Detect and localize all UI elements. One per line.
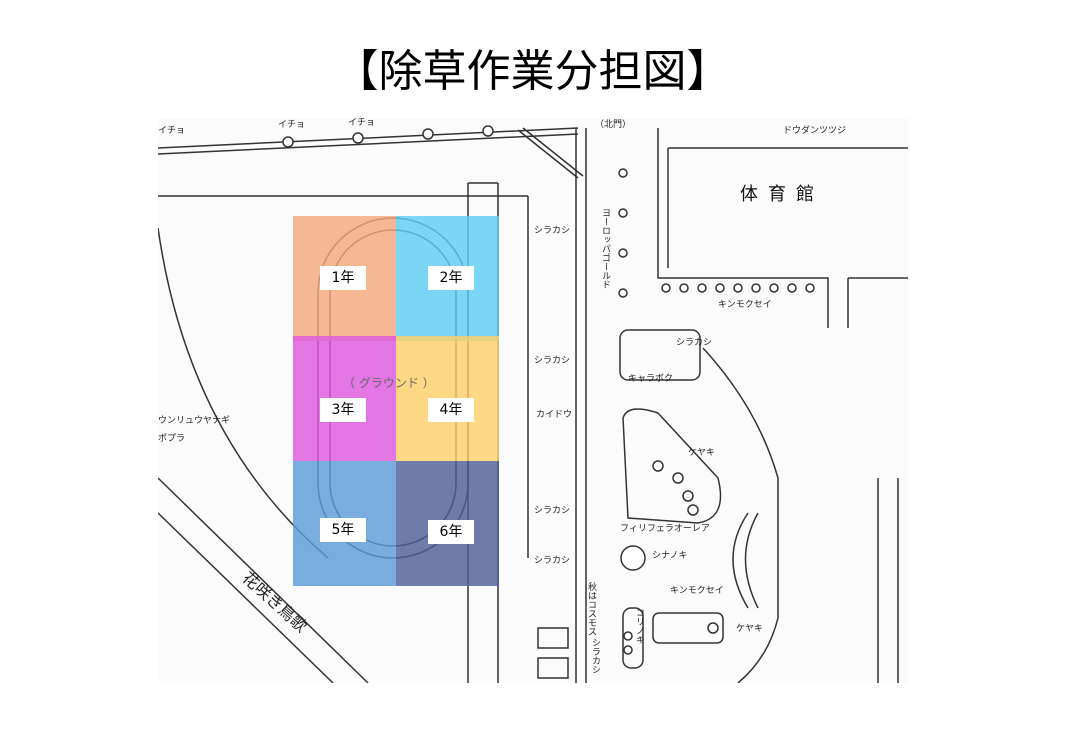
keyaki-label-1: ケヤキ <box>688 448 716 458</box>
icho-label-2: イチョ <box>278 120 306 130</box>
popura-label: ポプラ <box>158 434 186 444</box>
keyaki-label-2: ケヤキ <box>736 624 764 634</box>
shirakashi-label-4: シラカシ <box>534 556 571 566</box>
zone-label-grade6: 6年 <box>428 520 474 544</box>
zone-label-grade5: 5年 <box>320 518 366 542</box>
kinmokusei-bottom-label: キンモクセイ <box>670 586 724 596</box>
shirakashi-label-3: シラカシ <box>534 506 571 516</box>
shira-vert-label: シラカシ <box>590 638 600 674</box>
kaido-label: カイドウ <box>536 410 573 420</box>
zone-label-grade4: 4年 <box>428 398 474 422</box>
unryu-label: ウンリュウヤナギ <box>158 416 231 426</box>
yoroppa-label: ヨーロッパゴールド <box>600 208 610 289</box>
kyarabok-label: キャラボク <box>628 374 674 384</box>
shirakashi-label-2: シラカシ <box>534 356 571 366</box>
school-map: 体育館 ドウダンツツジ （北門） キンモクセイ シラカシ シラカシ カイドウ シ… <box>158 118 908 683</box>
zone-label-grade2: 2年 <box>428 266 474 290</box>
icho-label-3: イチョ <box>348 118 376 128</box>
akikosumosu-label: 秋はコスモス <box>586 582 596 636</box>
shinanoki-label: シナノキ <box>652 551 688 561</box>
page-title: 【除草作業分担図】 <box>334 46 731 97</box>
north-gate-label: （北門） <box>595 120 632 130</box>
zone-label-grade1: 1年 <box>320 266 366 290</box>
firifera-label: フィリフェラオーレア <box>620 524 710 534</box>
icho-label-1: イチョ <box>158 126 186 136</box>
ground-label: （ グラウンド ） <box>343 376 435 390</box>
shirakashi-small-label: シラカシ <box>676 338 713 348</box>
gym-label: 体育館 <box>740 184 824 205</box>
korinoki-label: コリノキ <box>634 608 644 644</box>
kinmokusei-top-label: キンモクセイ <box>718 300 772 310</box>
shirakashi-label-1: シラカシ <box>534 226 571 236</box>
zone-label-grade3: 3年 <box>320 398 366 422</box>
dodan-label: ドウダンツツジ <box>783 126 847 136</box>
